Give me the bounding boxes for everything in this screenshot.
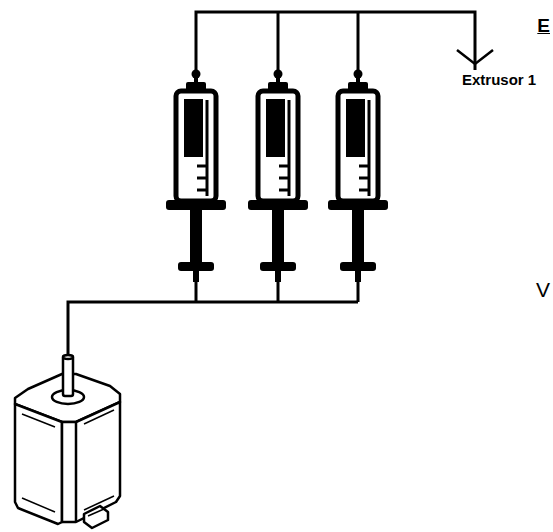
syringe <box>248 70 308 283</box>
syringe <box>166 70 226 283</box>
heading-fragment: E <box>537 16 550 37</box>
text-fragment: V <box>536 278 550 301</box>
stepper-motor <box>15 355 120 528</box>
drive-line <box>68 280 358 360</box>
feed-line <box>196 12 475 72</box>
output-arrow <box>457 50 493 64</box>
syringe <box>328 70 388 283</box>
extruder-label: Extrusor 1 <box>462 72 536 89</box>
